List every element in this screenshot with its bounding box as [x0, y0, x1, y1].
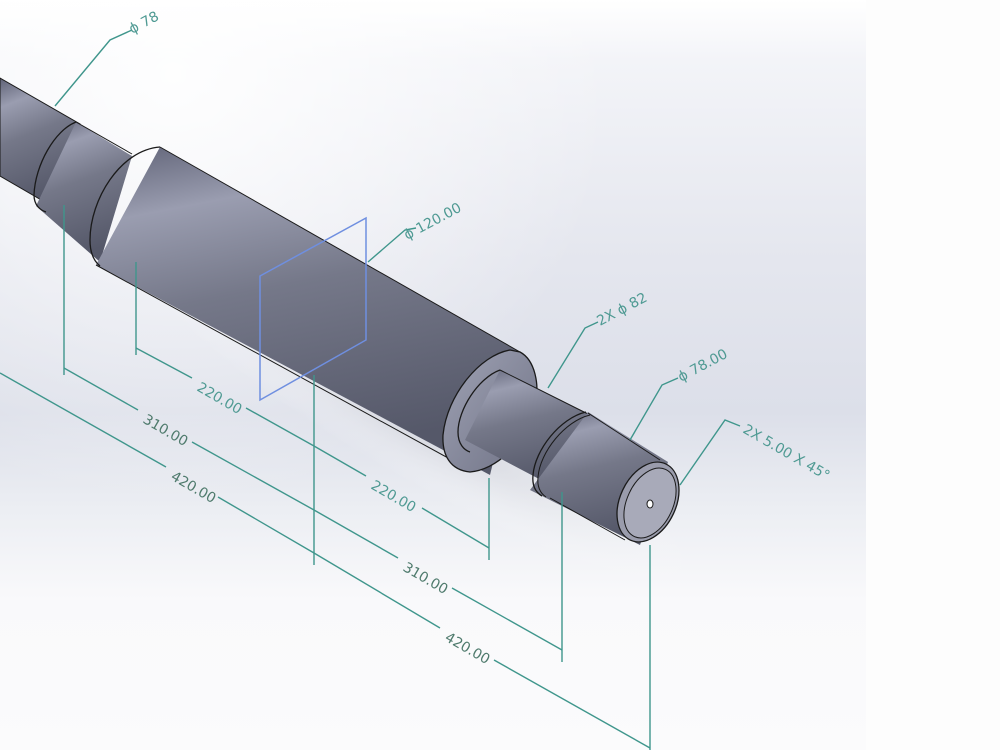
dim-dia-left[interactable]: ϕ 78 — [126, 9, 161, 38]
shaft-end-face[interactable] — [605, 452, 691, 552]
dim-right-420[interactable]: 420.00 — [442, 630, 492, 668]
dim-dia-right[interactable]: ϕ 78.00 — [675, 346, 730, 385]
section-plane[interactable] — [259, 216, 367, 402]
shaft-segment-left-shoulder[interactable] — [33, 121, 133, 262]
dim-left-420[interactable]: 420.00 — [168, 469, 218, 507]
dim-right-310[interactable]: 310.00 — [400, 560, 450, 598]
dim-dia-center[interactable]: ϕ 120.00 — [401, 200, 464, 244]
dim-left-220[interactable]: 220.00 — [194, 380, 244, 418]
shaft-segment-main-body[interactable] — [89, 146, 521, 475]
center-hole-icon — [646, 499, 654, 509]
dim-chamfer[interactable]: 2X 5.00 X 45° — [740, 422, 832, 485]
dimension-lines — [0, 29, 741, 750]
side-panel-blank — [866, 0, 1000, 750]
dim-dia-shoulder[interactable]: 2X ϕ 82 — [594, 290, 650, 330]
dim-left-310[interactable]: 310.00 — [140, 412, 190, 450]
